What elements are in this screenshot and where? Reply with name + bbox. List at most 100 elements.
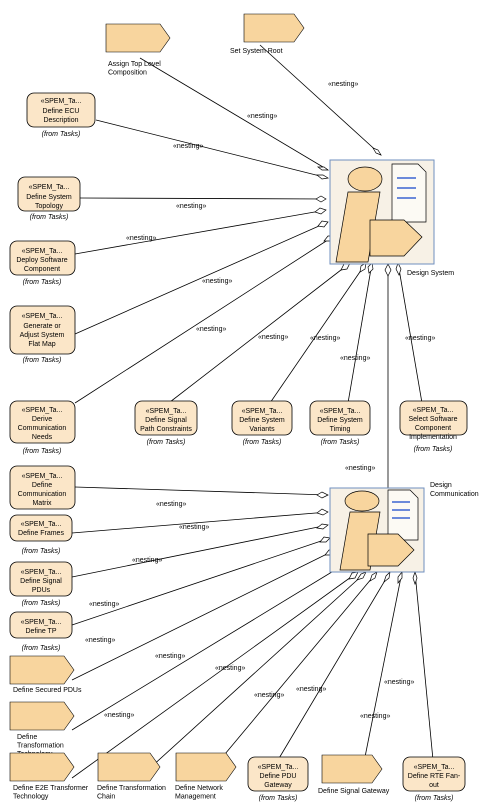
nesting-label: «nesting» bbox=[296, 686, 326, 693]
svg-text:Define ECU: Define ECU bbox=[43, 108, 80, 115]
task-define-topology[interactable]: «SPEM_Ta... Define System Topology (from… bbox=[17, 176, 81, 221]
svg-text:Define Signal: Define Signal bbox=[145, 417, 187, 424]
activity-label: Define Signal Gateway bbox=[318, 788, 390, 795]
nesting-label: «nesting» bbox=[156, 501, 186, 508]
svg-text:«SPEM_Ta...: «SPEM_Ta... bbox=[22, 313, 63, 320]
task-flat-map[interactable]: «SPEM_Ta... Generate or Adjust System Fl… bbox=[9, 305, 76, 364]
svg-text:«SPEM_Ta...: «SPEM_Ta... bbox=[242, 408, 283, 415]
svg-text:Define System: Define System bbox=[26, 194, 72, 201]
svg-text:out: out bbox=[429, 782, 439, 789]
svg-text:«SPEM_Ta...: «SPEM_Ta... bbox=[21, 521, 62, 528]
svg-text:«SPEM_Ta...: «SPEM_Ta... bbox=[413, 407, 454, 414]
task-pdu-gateway[interactable]: «SPEM_Ta... Define PDU Gateway (from Tas… bbox=[247, 756, 309, 802]
nesting-label: «nesting» bbox=[179, 524, 209, 531]
edge-transformation-tech bbox=[71, 563, 346, 731]
nesting-label: «nesting» bbox=[104, 712, 134, 719]
edge-e2e bbox=[71, 571, 359, 779]
task-frames[interactable]: «SPEM_Ta... Define Frames (from Tasks) bbox=[9, 514, 73, 555]
edge-select-impl bbox=[397, 262, 423, 404]
design-system-node[interactable]: Design System bbox=[329, 159, 454, 277]
svg-text:«SPEM_Ta...: «SPEM_Ta... bbox=[21, 569, 62, 576]
svg-text:Gateway: Gateway bbox=[264, 782, 292, 789]
edge-signal-pdus bbox=[71, 524, 329, 578]
edge-transformation-chain bbox=[149, 571, 367, 769]
svg-text:(from Tasks): (from Tasks) bbox=[415, 795, 454, 802]
svg-text:Define System: Define System bbox=[317, 417, 363, 424]
activity-set-system-root[interactable]: Set System Root bbox=[230, 13, 305, 55]
edge-timing bbox=[347, 262, 373, 404]
edge-signal-gateway bbox=[364, 571, 403, 758]
edge-system-root bbox=[259, 44, 382, 156]
svg-text:«SPEM_Ta...: «SPEM_Ta... bbox=[29, 184, 70, 191]
svg-text:(from Tasks): (from Tasks) bbox=[30, 214, 69, 221]
activity-label: Define Secured PDUs bbox=[13, 687, 82, 694]
activity-signal-gateway[interactable]: Define Signal Gateway bbox=[318, 754, 390, 795]
svg-text:Communication: Communication bbox=[18, 491, 67, 498]
svg-text:Component: Component bbox=[415, 425, 451, 432]
edge-tp bbox=[71, 537, 331, 626]
task-comm-matrix[interactable]: «SPEM_Ta... Define Communication Matrix bbox=[9, 465, 76, 510]
pentagon-shape bbox=[367, 533, 415, 567]
task-rte-fanout[interactable]: «SPEM_Ta... Define RTE Fan- out (from Ta… bbox=[402, 756, 466, 802]
svg-text:Needs: Needs bbox=[32, 434, 53, 441]
nesting-label: «nesting» bbox=[176, 203, 206, 210]
svg-text:Define TP: Define TP bbox=[26, 628, 57, 635]
ellipse-shape bbox=[347, 166, 383, 192]
edge-define-topology bbox=[79, 197, 327, 200]
task-deploy-sw[interactable]: «SPEM_Ta... Deploy Software Component (f… bbox=[9, 240, 76, 286]
svg-text:«SPEM_Ta...: «SPEM_Ta... bbox=[258, 764, 299, 771]
svg-text:«SPEM_Ta...: «SPEM_Ta... bbox=[21, 619, 62, 626]
svg-text:Define PDU: Define PDU bbox=[260, 773, 297, 780]
task-select-impl[interactable]: «SPEM_Ta... Select Software Component Im… bbox=[399, 400, 468, 453]
edge-deploy-sw bbox=[74, 209, 327, 255]
ellipse-shape bbox=[344, 490, 380, 512]
parallelogram-shape bbox=[335, 191, 381, 263]
nesting-label: «nesting» bbox=[89, 601, 119, 608]
svg-text:Adjust System: Adjust System bbox=[20, 332, 65, 339]
edge-top-level bbox=[139, 57, 329, 171]
svg-text:Select Software: Select Software bbox=[408, 416, 457, 423]
nesting-label: «nesting» bbox=[384, 679, 414, 686]
svg-text:Define Frames: Define Frames bbox=[18, 530, 64, 537]
nesting-label: «nesting» bbox=[215, 665, 245, 672]
activity-label: Set System Root bbox=[230, 48, 283, 55]
composite-label: Design System bbox=[407, 270, 454, 277]
task-comm-needs[interactable]: «SPEM_Ta... Derive Communication Needs (… bbox=[9, 400, 76, 455]
svg-text:Define Signal: Define Signal bbox=[20, 578, 62, 585]
task-signal-path[interactable]: «SPEM_Ta... Define Signal Path Constrain… bbox=[134, 400, 198, 446]
nesting-label: «nesting» bbox=[126, 235, 156, 242]
edge-comm-matrix bbox=[74, 486, 329, 496]
nesting-label: «nesting» bbox=[85, 637, 115, 644]
svg-text:«SPEM_Ta...: «SPEM_Ta... bbox=[320, 408, 361, 415]
task-variants[interactable]: «SPEM_Ta... Define System Variants (from… bbox=[231, 400, 293, 446]
task-timing[interactable]: «SPEM_Ta... Define System Timing (from T… bbox=[309, 400, 371, 446]
svg-text:(from Tasks): (from Tasks) bbox=[243, 439, 282, 446]
svg-text:Communication: Communication bbox=[18, 425, 67, 432]
svg-text:PDUs: PDUs bbox=[32, 587, 51, 594]
task-signal-pdus[interactable]: «SPEM_Ta... Define Signal PDUs (from Tas… bbox=[9, 561, 73, 607]
svg-text:Implementation: Implementation bbox=[409, 434, 457, 441]
svg-text:Generate or: Generate or bbox=[23, 323, 61, 330]
activity-transformation-technology[interactable]: DefineTransformationTechnology bbox=[9, 701, 75, 758]
task-define-ecu[interactable]: «SPEM_Ta... Define ECU Description (from… bbox=[26, 92, 96, 138]
activity-secured-pdus[interactable]: Define Secured PDUs bbox=[9, 655, 82, 694]
nesting-label: «nesting» bbox=[202, 278, 232, 285]
svg-text:(from Tasks): (from Tasks) bbox=[23, 448, 62, 455]
svg-text:Define System: Define System bbox=[239, 417, 285, 424]
task-tp[interactable]: «SPEM_Ta... Define TP (from Tasks) bbox=[9, 611, 73, 652]
svg-text:(from Tasks): (from Tasks) bbox=[42, 131, 81, 138]
svg-text:«SPEM_Ta...: «SPEM_Ta... bbox=[414, 764, 455, 771]
nesting-label: «nesting» bbox=[310, 335, 340, 342]
edge-frames bbox=[71, 511, 329, 534]
edge-comm-needs bbox=[74, 235, 335, 404]
svg-text:Timing: Timing bbox=[330, 426, 351, 433]
nesting-label: «nesting» bbox=[173, 143, 203, 150]
